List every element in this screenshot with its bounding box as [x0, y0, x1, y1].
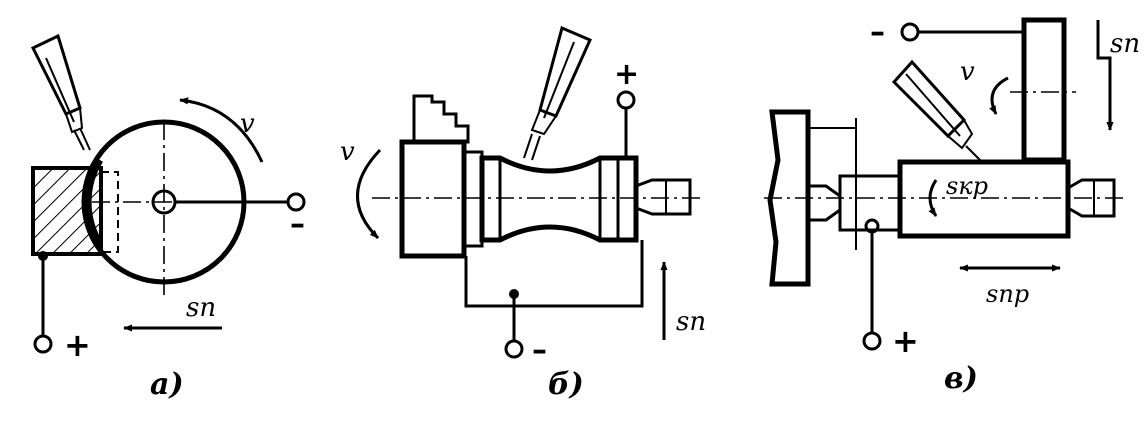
workpiece-a-dashed-outline — [101, 171, 119, 253]
nozzle-a-body — [30, 33, 82, 116]
panel-b: + – v sп б) — [340, 25, 706, 402]
terminal-c-plus — [862, 331, 882, 351]
nozzle-b-jet-1 — [523, 133, 533, 159]
caption-a: а) — [150, 367, 184, 402]
nozzle-a-tip — [65, 107, 84, 134]
arrow-c-feed-vertical — [1096, 20, 1114, 131]
label-b-minus: – — [532, 333, 547, 368]
label-c-feed-circular: sкр — [946, 172, 988, 200]
label-b-feed: sп — [676, 307, 706, 337]
label-c-feed-longitudinal: sпр — [986, 280, 1029, 308]
nozzle-b-centerline — [543, 41, 575, 119]
chuck-jaw-b — [412, 94, 470, 144]
caption-b: б) — [548, 367, 584, 402]
label-c-rotation: v — [960, 57, 975, 87]
workpiece-c — [897, 159, 1071, 239]
wheel-c — [1021, 17, 1067, 163]
nozzle-a-jet-1 — [73, 129, 85, 151]
arrow-b-rotation — [356, 148, 382, 240]
nozzle-b-tip — [530, 109, 557, 136]
nozzle-c — [891, 59, 983, 163]
bath-b — [464, 240, 644, 308]
terminal-b-minus — [504, 339, 524, 359]
nozzle-b-jet-2 — [531, 135, 541, 161]
nozzle-c-jet — [965, 145, 983, 163]
label-a-rotation: v — [240, 109, 255, 139]
faceplate-c — [767, 109, 811, 287]
terminal-b-plus — [616, 90, 636, 110]
workpiece-b — [479, 155, 639, 243]
panel-c: – sп v sкр — [764, 15, 1140, 396]
nozzle-c-centerline — [905, 73, 961, 137]
terminal-a-minus — [286, 192, 306, 212]
center-c-left — [808, 184, 842, 222]
label-a-feed: sп — [186, 293, 216, 323]
nozzle-c-tip — [947, 119, 974, 150]
label-c-feed-vertical: sп — [1110, 29, 1140, 59]
label-a-plus: + — [64, 326, 91, 364]
arrow-c-feed-circular — [928, 179, 938, 217]
terminal-a-plus — [33, 334, 53, 354]
chuck-flange-b — [462, 150, 484, 248]
label-c-plus: + — [892, 322, 919, 360]
label-b-rotation: v — [340, 137, 355, 167]
label-b-plus: + — [614, 57, 639, 92]
nozzle-b-body — [538, 25, 592, 118]
terminal-c-minus — [900, 22, 920, 42]
label-c-minus: – — [870, 15, 885, 50]
panel-a: – + v sп а) — [30, 33, 306, 402]
wheel-a-contact-edge — [84, 158, 104, 246]
nozzle-a-jet-2 — [79, 127, 91, 151]
nozzle-b — [523, 25, 592, 161]
label-a-minus: – — [290, 207, 305, 242]
caption-c: в) — [944, 361, 978, 396]
arrow-c-rotation — [989, 76, 1009, 115]
nozzle-a-centerline — [45, 57, 75, 123]
nozzle-a — [30, 33, 91, 151]
arrow-a-rotation — [179, 97, 264, 163]
chuck-body-b — [399, 139, 467, 259]
tailstock-b — [635, 178, 692, 216]
